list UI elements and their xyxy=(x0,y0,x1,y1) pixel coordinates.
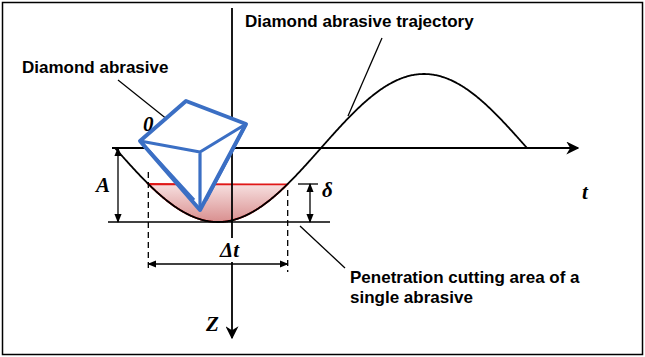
delta-t-dimension xyxy=(148,263,287,264)
diamond-abrasive xyxy=(140,101,246,210)
area-leader xyxy=(300,226,345,268)
z-axis xyxy=(231,8,233,338)
bottom-reference-line xyxy=(108,221,330,222)
delta-extension-line xyxy=(298,183,318,184)
label: A xyxy=(96,173,110,197)
label: Diamond abrasive xyxy=(22,58,168,78)
label: Z xyxy=(206,312,219,336)
label: Δt xyxy=(218,238,241,262)
label: Diamond abrasive trajectory xyxy=(245,12,474,32)
delta-dimension xyxy=(309,184,310,222)
abrasive-trajectory xyxy=(115,74,527,222)
label: Penetration cutting area of a single abr… xyxy=(350,268,582,307)
label: δ xyxy=(322,178,333,202)
trajectory-leader xyxy=(348,38,382,116)
amplitude-dimension xyxy=(117,148,118,222)
label: t xyxy=(582,180,588,204)
label: 0 xyxy=(143,112,154,136)
delta-t-extension-left xyxy=(148,172,149,272)
frame xyxy=(3,3,643,355)
delta-t-extension-right xyxy=(287,190,288,272)
